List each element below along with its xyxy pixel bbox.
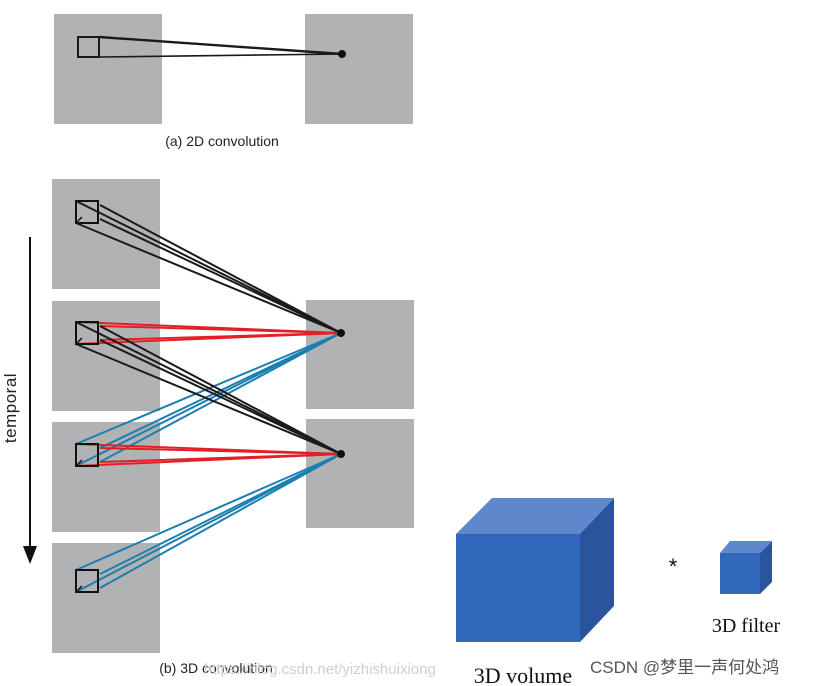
kernel-cube-front-4 — [75, 569, 99, 593]
filter-label: 3D filter — [712, 615, 781, 637]
projection-line-black-1-4 — [99, 218, 342, 334]
filter-cube-top — [720, 541, 772, 553]
projection-line-blue-6-4 — [99, 453, 342, 589]
projection-line-black-1-3 — [99, 204, 342, 334]
output-point-1 — [337, 329, 345, 337]
volume-filter-illustration: 3D volume * 3D filter — [456, 498, 780, 686]
panel-3d-convolution: temporal (b) 3D convolution — [1, 179, 414, 676]
projection-lines — [75, 200, 342, 593]
output-point-2d — [338, 50, 346, 58]
kernel-cube-1 — [75, 200, 99, 224]
kernel-cube-3 — [75, 443, 99, 467]
panel-2d-convolution: (a) 2D convolution — [54, 14, 413, 149]
filter-cube-side — [760, 541, 772, 594]
projection-line-red-5-3 — [99, 447, 342, 455]
filter-cube-front — [720, 553, 760, 594]
kernel-cube-edge-3 — [75, 459, 83, 467]
volume-cube-side — [580, 498, 614, 642]
output-frame-2d — [305, 14, 413, 124]
kernel-cube-edge-2 — [75, 337, 83, 345]
caption-3d: (b) 3D convolution — [159, 660, 273, 676]
kernel-cube-front-1 — [75, 200, 99, 224]
caption-2d: (a) 2D convolution — [165, 133, 279, 149]
projection-line-black-4-4 — [99, 339, 342, 455]
projection-line-black-4-3 — [99, 325, 342, 455]
watermark-url: https://blog.csdn.net/yizhishuixiong — [204, 661, 436, 678]
volume-label: 3D volume — [474, 663, 572, 686]
output-frame-2 — [306, 419, 414, 528]
input-frame-2d — [54, 14, 162, 124]
projection-line-2d-top — [98, 35, 343, 56]
kernel-cube-4 — [75, 569, 99, 593]
kernel-cube-edge-4 — [75, 585, 83, 593]
kernel-cubes — [75, 200, 99, 593]
projection-line-blue-6-1 — [75, 453, 342, 571]
projection-line-red-2-4 — [99, 332, 342, 341]
projection-line-blue-6-3 — [99, 453, 342, 575]
projection-line-black-4-1 — [75, 321, 342, 455]
projection-line-black-1-2 — [75, 222, 342, 334]
projection-line-black-4-2 — [75, 343, 342, 455]
kernel-cube-edge-1 — [75, 216, 83, 224]
volume-cube-front — [456, 534, 580, 642]
convolution-operator: * — [669, 554, 678, 579]
projection-line-2d-bottom — [98, 53, 343, 58]
projection-line-red-5-4 — [99, 453, 342, 463]
output-point-2 — [337, 450, 345, 458]
kernel-cube-front-2 — [75, 321, 99, 345]
projection-line-red-2-3 — [99, 325, 342, 334]
kernel-cube-front-3 — [75, 443, 99, 467]
projection-line-black-1-1 — [75, 200, 342, 334]
kernel-cube-2 — [75, 321, 99, 345]
watermark-credit: CSDN @梦里一声何处鸿 — [590, 658, 779, 677]
output-frame-1 — [306, 300, 414, 409]
temporal-label: temporal — [1, 373, 20, 443]
input-frame-4 — [52, 543, 160, 653]
temporal-arrow-head — [23, 546, 37, 564]
volume-cube-top — [456, 498, 614, 534]
